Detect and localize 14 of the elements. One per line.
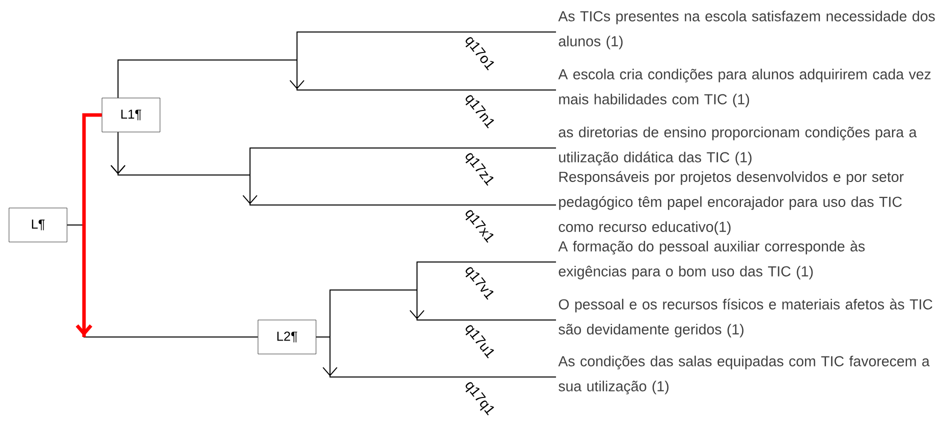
connector	[110, 132, 556, 206]
connector	[118, 60, 556, 98]
item-text: as diretorias de ensino proporcionam condições para a utilização didática das TIC (1)	[558, 126, 917, 166]
cluster-box: L2¶	[258, 320, 316, 354]
item-text: As condições das salas equipadas com TIC favorecem a sua utilização (1)	[558, 356, 930, 394]
connector	[76, 113, 102, 337]
item-text: O pessoal e os recursos físicos e materiais afetos às TIC são devidamente geridos (1)	[558, 298, 932, 338]
item-text: Responsáveis por projetos desenvolvidos e por setor pedagógico têm papel encorajador para uso das TIC como recurso educativo(1)	[558, 171, 904, 235]
item-text: A escola cria condições para alunos adquirirem cada vez mais habilidades com TIC (1)	[558, 68, 931, 108]
cluster-box: L1¶	[102, 98, 160, 132]
item-text: As TICs presentes na escola satisfazem necessidade dos alunos (1)	[558, 10, 935, 50]
item-text: A formação do pessoal auxiliar corresponde às exigências para o bom uso das TIC (1)	[558, 240, 865, 280]
connector	[316, 336, 556, 378]
cluster-box: L¶	[8, 208, 68, 242]
